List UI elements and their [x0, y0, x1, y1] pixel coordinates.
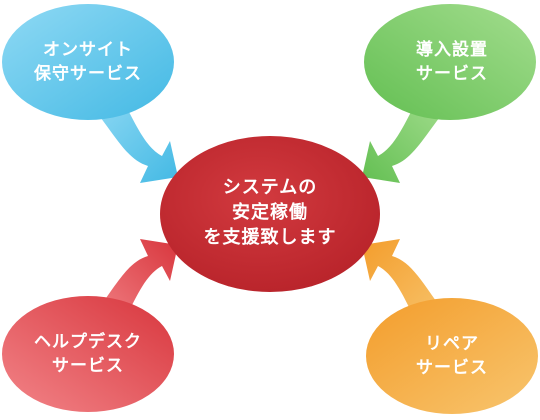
center-label: システムの 安定稼働 を支援致します — [180, 175, 360, 250]
onsite-label: オンサイト 保守サービス — [8, 38, 168, 86]
onsite-bubble — [2, 4, 174, 120]
install-label-line-2: サービス — [416, 64, 488, 84]
helpdesk-label-line-1: ヘルプデスク — [34, 332, 142, 352]
onsite-label-line-2: 保守サービス — [34, 64, 142, 84]
onsite-arrow — [92, 98, 178, 183]
repair-label-line-2: サービス — [416, 358, 488, 378]
repair-bubble — [366, 298, 538, 414]
onsite-label-line-1: オンサイト — [43, 40, 133, 60]
center-label-line-1: システムの — [222, 177, 318, 198]
helpdesk-label: ヘルプデスク サービス — [8, 330, 168, 378]
install-bubble — [364, 4, 536, 120]
repair-label-line-1: リペア — [425, 334, 479, 354]
repair-label: リペア サービス — [372, 332, 532, 380]
install-arrow — [362, 98, 448, 183]
install-label-line-1: 導入設置 — [416, 40, 488, 60]
center-label-line-3: を支援致します — [203, 227, 337, 248]
install-label: 導入設置 サービス — [372, 38, 532, 86]
helpdesk-label-line-2: サービス — [52, 356, 124, 376]
helpdesk-bubble — [2, 296, 174, 412]
center-bubble — [160, 136, 380, 292]
center-label-line-2: 安定稼働 — [232, 202, 308, 223]
